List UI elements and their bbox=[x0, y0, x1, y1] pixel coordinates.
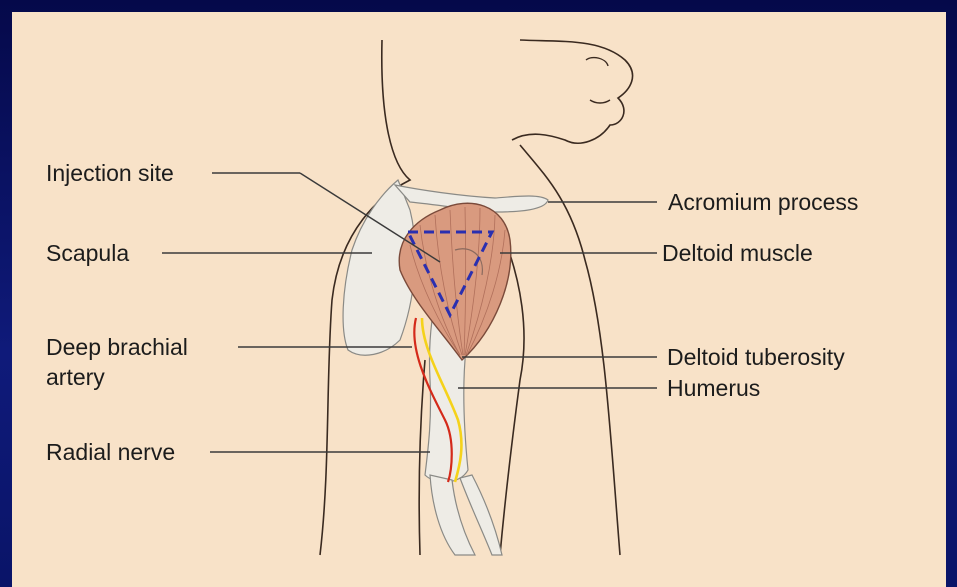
label-humerus: Humerus bbox=[667, 373, 760, 403]
label-deep-brachial-artery: Deep brachial artery bbox=[46, 332, 188, 392]
arm-outline-inner bbox=[419, 360, 425, 555]
label-radial-nerve: Radial nerve bbox=[46, 437, 175, 467]
deltoid-muscle bbox=[399, 203, 511, 360]
arm-anatomy-illustration bbox=[12, 12, 946, 587]
label-deltoid-muscle: Deltoid muscle bbox=[662, 238, 813, 268]
label-scapula: Scapula bbox=[46, 238, 129, 268]
label-acromium-process: Acromium process bbox=[668, 187, 858, 217]
diagram-panel: Injection site Scapula Deep brachial art… bbox=[12, 12, 946, 587]
label-injection-site: Injection site bbox=[46, 158, 174, 188]
mouth-line bbox=[590, 100, 610, 103]
label-deltoid-tuberosity: Deltoid tuberosity bbox=[667, 342, 845, 372]
ear-outline bbox=[586, 58, 608, 66]
face-outline bbox=[512, 40, 633, 143]
